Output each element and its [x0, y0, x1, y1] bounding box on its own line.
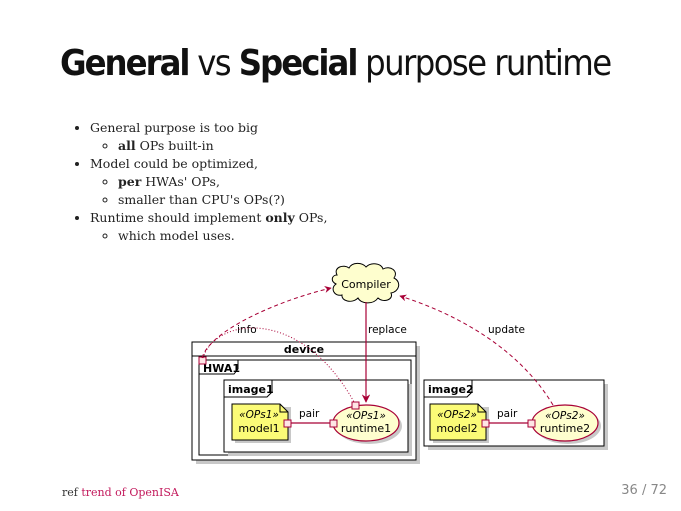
runtime2-stereo: «OPs2»	[545, 410, 585, 422]
bullet-3-sub-1: which model uses.	[118, 227, 327, 245]
runtime1-port	[329, 419, 338, 428]
replace-label: replace	[368, 324, 407, 336]
bullet-3-sub-1-text: which model uses.	[118, 228, 235, 243]
model2-port	[481, 419, 490, 428]
model2-label: model2	[436, 422, 477, 435]
bullet-1-sub-1: all OPs built-in	[118, 137, 327, 155]
runtime2-label: runtime2	[540, 422, 590, 435]
pair1-label: pair	[299, 408, 320, 420]
bullet-2-text: Model could be optimized,	[90, 156, 258, 171]
compiler-label: Compiler	[341, 278, 391, 291]
update-label: update	[488, 324, 525, 336]
bullet-2-sub-2: smaller than CPU's OPs(?)	[118, 191, 327, 209]
title-rest: purpose runtime	[356, 43, 612, 84]
bullet-2-sub-2-text: smaller than CPU's OPs(?)	[118, 192, 285, 207]
bullet-1-sub-1-text: OPs built-in	[135, 138, 214, 153]
model2-stereo: «OPs2»	[437, 409, 477, 421]
title-general: General	[60, 43, 191, 84]
info-link	[201, 286, 332, 359]
image2-label: image2	[428, 383, 474, 396]
hwa1-runtime1-link	[202, 327, 355, 403]
footer-reference: ref trend of OpenISA	[62, 486, 179, 499]
bullet-3-post: OPs,	[294, 210, 328, 225]
model1-port	[283, 419, 292, 428]
footer-ref-text: ref	[62, 486, 82, 499]
info-label: info	[237, 324, 257, 336]
bullet-2-sub-1-text: HWAs' OPs,	[141, 174, 220, 189]
footer-reference-link[interactable]: trend of OpenISA	[81, 486, 179, 499]
pair2-label: pair	[497, 408, 518, 420]
bullet-3: Runtime should implement only OPs, which…	[90, 209, 327, 245]
title-vs: vs	[188, 43, 239, 84]
model2-note: «OPs2» model2	[429, 403, 490, 443]
title-special: Special	[238, 43, 359, 84]
runtime1-top-port	[351, 401, 360, 410]
runtime2-port	[527, 419, 536, 428]
slide-title: General vs Special purpose runtime	[60, 40, 612, 88]
update-link	[399, 294, 554, 406]
bullet-2: Model could be optimized, per HWAs' OPs,…	[90, 155, 327, 209]
model1-note: «OPs1» model1	[231, 403, 292, 443]
runtime1-node: «OPs1» runtime1	[329, 401, 402, 444]
bullet-3-bold: only	[265, 210, 295, 225]
bullet-1-text: General purpose is too big	[90, 120, 259, 135]
runtime1-label: runtime1	[341, 422, 391, 435]
page-number: 36 / 72	[621, 483, 667, 498]
compiler-cloud: Compiler	[331, 262, 400, 304]
runtime2-node: «OPs2» runtime2	[527, 404, 601, 444]
bullet-2-sub-1-bold: per	[118, 174, 142, 189]
model1-label: model1	[238, 422, 279, 435]
image1-label: image1	[228, 383, 274, 396]
runtime1-stereo: «OPs1»	[346, 410, 386, 422]
bullet-3-pre: Runtime should implement	[90, 210, 266, 225]
model1-stereo: «OPs1»	[239, 409, 279, 421]
hwa1-label: HWA1	[203, 362, 240, 375]
bullet-list: General purpose is too big all OPs built…	[68, 119, 327, 245]
bullet-1-sub-1-bold: all	[118, 138, 136, 153]
bullet-2-sub-1: per HWAs' OPs,	[118, 173, 327, 191]
bullet-1: General purpose is too big all OPs built…	[90, 119, 327, 155]
